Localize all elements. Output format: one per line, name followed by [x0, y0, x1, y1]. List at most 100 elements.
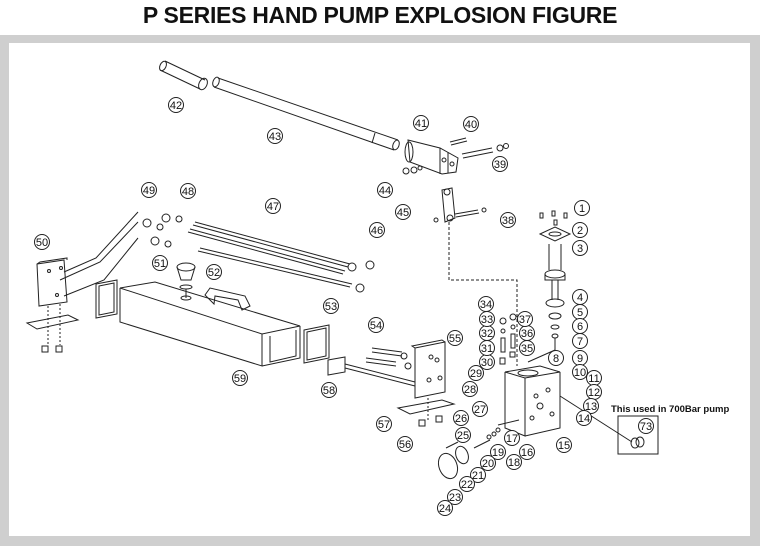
valve-stack	[499, 313, 517, 365]
callout-number: 13	[585, 401, 597, 413]
callout-circle	[141, 182, 157, 198]
callout-number: 47	[267, 201, 279, 213]
part-callout-46: 46	[369, 222, 385, 238]
side-block-55	[327, 339, 456, 427]
callout-circle	[468, 365, 484, 381]
part-callout-8: 8	[548, 350, 564, 366]
filler-cap-51	[176, 262, 196, 301]
callout-number: 29	[470, 368, 482, 380]
pump-body	[497, 365, 561, 437]
callout-number: 59	[234, 373, 246, 385]
callout-circle	[265, 198, 281, 214]
callout-number: 48	[182, 186, 194, 198]
callout-circle	[232, 370, 248, 386]
pin-39	[461, 143, 509, 159]
part-callout-43: 43	[267, 128, 283, 144]
part-callout-5: 5	[572, 304, 588, 320]
part-73	[630, 436, 645, 449]
callout-number: 33	[481, 314, 493, 326]
callout-circle	[572, 364, 588, 380]
tie-rods-47	[59, 211, 375, 297]
callout-circle	[395, 204, 411, 220]
part-callout-39: 39	[492, 156, 508, 172]
callout-number: 19	[492, 447, 504, 459]
callout-number: 14	[578, 413, 590, 425]
callout-circle	[472, 401, 488, 417]
callout-circle	[572, 222, 588, 238]
callout-number: 42	[170, 100, 182, 112]
callout-number: 35	[521, 343, 533, 355]
part-callout-27: 27	[472, 401, 488, 417]
callout-number: 7	[577, 336, 583, 348]
guide-line	[448, 222, 518, 366]
part-callout-55: 55	[447, 330, 463, 346]
callout-number: 22	[461, 479, 473, 491]
end-plate-50	[25, 257, 80, 353]
part-callout-37: 37	[517, 311, 533, 327]
part-callout-30: 30	[479, 354, 495, 370]
part-callout-59: 59	[232, 370, 248, 386]
part-callout-33: 33	[479, 311, 495, 327]
callout-circle	[397, 436, 413, 452]
pin-40	[449, 137, 468, 146]
callout-number: 6	[577, 321, 583, 333]
part-callout-56: 56	[397, 436, 413, 452]
part-callout-13: 13	[583, 398, 599, 414]
part-callout-3: 3	[572, 240, 588, 256]
callout-circle	[206, 264, 222, 280]
callout-circle	[574, 200, 590, 216]
callout-circle	[152, 255, 168, 271]
callout-circle	[376, 416, 392, 432]
callout-circle	[437, 500, 453, 516]
part-callout-17: 17	[504, 430, 520, 446]
part-callout-32: 32	[479, 325, 495, 341]
callout-number: 20	[482, 458, 494, 470]
part-callout-19: 19	[490, 444, 506, 460]
callout-circle	[413, 115, 429, 131]
callout-circle	[576, 410, 592, 426]
part-callout-15: 15	[556, 437, 572, 453]
inset-box	[617, 415, 659, 455]
leader-700bar	[559, 395, 633, 443]
part-callout-34: 34	[478, 296, 494, 312]
part-callout-7: 7	[572, 333, 588, 349]
callout-number: 73	[640, 421, 652, 433]
callout-circle	[490, 444, 506, 460]
part-callout-58: 58	[321, 382, 337, 398]
callout-number: 24	[439, 503, 451, 515]
part-callout-2: 2	[572, 222, 588, 238]
callout-number: 32	[481, 328, 493, 340]
callout-number: 18	[508, 457, 520, 469]
part-callout-14: 14	[576, 410, 592, 426]
callout-number: 2	[577, 225, 583, 237]
part-callout-1: 1	[574, 200, 590, 216]
clips-44	[402, 165, 423, 175]
callout-number: 8	[553, 353, 559, 365]
callout-number: 10	[574, 367, 586, 379]
callout-circle	[517, 311, 533, 327]
part-callout-12: 12	[586, 384, 602, 400]
callout-circle	[462, 381, 478, 397]
callout-circle	[453, 410, 469, 426]
callout-number: 49	[143, 185, 155, 197]
callout-number: 54	[370, 320, 382, 332]
part-callout-20: 20	[480, 455, 496, 471]
part-callout-23: 23	[447, 489, 463, 505]
callout-circle	[455, 427, 471, 443]
callout-number: 43	[269, 131, 281, 143]
part-callout-26: 26	[453, 410, 469, 426]
callout-number: 26	[455, 413, 467, 425]
callout-circle	[556, 437, 572, 453]
callout-number: 30	[481, 357, 493, 369]
part-callout-44: 44	[377, 182, 393, 198]
callout-number: 55	[449, 333, 461, 345]
callout-circle	[583, 398, 599, 414]
part-callout-45: 45	[395, 204, 411, 220]
callout-number: 15	[558, 440, 570, 452]
callout-circle	[368, 317, 384, 333]
part-callout-25: 25	[455, 427, 471, 443]
callout-number: 3	[577, 243, 583, 255]
callout-circle	[34, 234, 50, 250]
note-700bar: This used in 700Bar pump	[611, 404, 730, 415]
